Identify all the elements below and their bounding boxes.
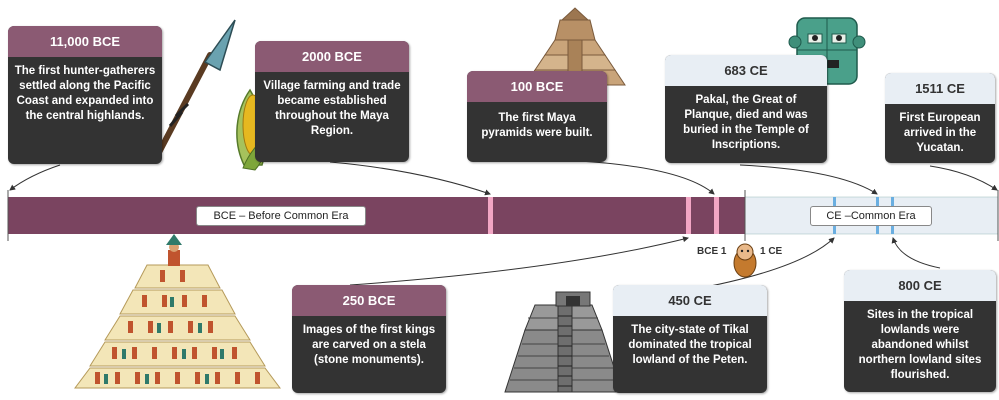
event-card-683-ce: 683 CE Pakal, the Great of Planque, died…: [665, 55, 827, 163]
event-text: Pakal, the Great of Planque, died and wa…: [683, 94, 809, 151]
event-card-100-bce: 100 BCE The first Maya pyramids were bui…: [467, 71, 607, 162]
event-card-800-ce: 800 CE Sites in the tropical lowlands we…: [844, 270, 996, 392]
event-date: 450 CE: [613, 285, 767, 316]
stepped-temple-icon: [504, 291, 623, 393]
event-text: The first hunter-gatherers settled along…: [14, 65, 156, 122]
event-date: 11,000 BCE: [8, 26, 162, 57]
maya-figures-pyramid-icon: [74, 234, 281, 389]
ce-1-label: 1 CE: [760, 246, 783, 257]
event-text: Sites in the tropical lowlands were aban…: [858, 309, 982, 381]
event-date: 100 BCE: [467, 71, 607, 102]
marker-2000-bce: [488, 197, 493, 234]
event-card-450-ce: 450 CE The city-state of Tikal dominated…: [613, 285, 767, 393]
event-card-250-bce: 250 BCE Images of the first kings are ca…: [292, 285, 446, 393]
event-text: The city-state of Tikal dominated the tr…: [628, 324, 752, 366]
event-card-11000-bce: 11,000 BCE The first hunter-gatherers se…: [8, 26, 162, 164]
event-text: Village farming and trade became establi…: [263, 80, 401, 137]
marker-250-bce: [686, 197, 691, 234]
event-date: 2000 BCE: [255, 41, 409, 72]
event-date: 800 CE: [844, 270, 996, 301]
event-card-2000-bce: 2000 BCE Village farming and trade becam…: [255, 41, 409, 162]
event-date: 250 BCE: [292, 285, 446, 316]
ce-era-label: CE –Common Era: [810, 206, 932, 226]
bce-bar: [8, 197, 745, 234]
event-date: 683 CE: [665, 55, 827, 86]
event-card-1511-ce: 1511 CE First European arrived in the Yu…: [885, 73, 995, 163]
event-text: Images of the first kings are carved on …: [302, 324, 436, 366]
bce-1-label: BCE 1: [697, 246, 727, 257]
event-text: First European arrived in the Yucatan.: [899, 112, 981, 154]
event-date: 1511 CE: [885, 73, 995, 104]
baby-icon: [733, 243, 757, 278]
bce-era-label: BCE – Before Common Era: [196, 206, 366, 226]
spear-icon: [152, 19, 236, 163]
marker-100-bce: [714, 197, 719, 234]
event-text: The first Maya pyramids were built.: [481, 112, 593, 139]
